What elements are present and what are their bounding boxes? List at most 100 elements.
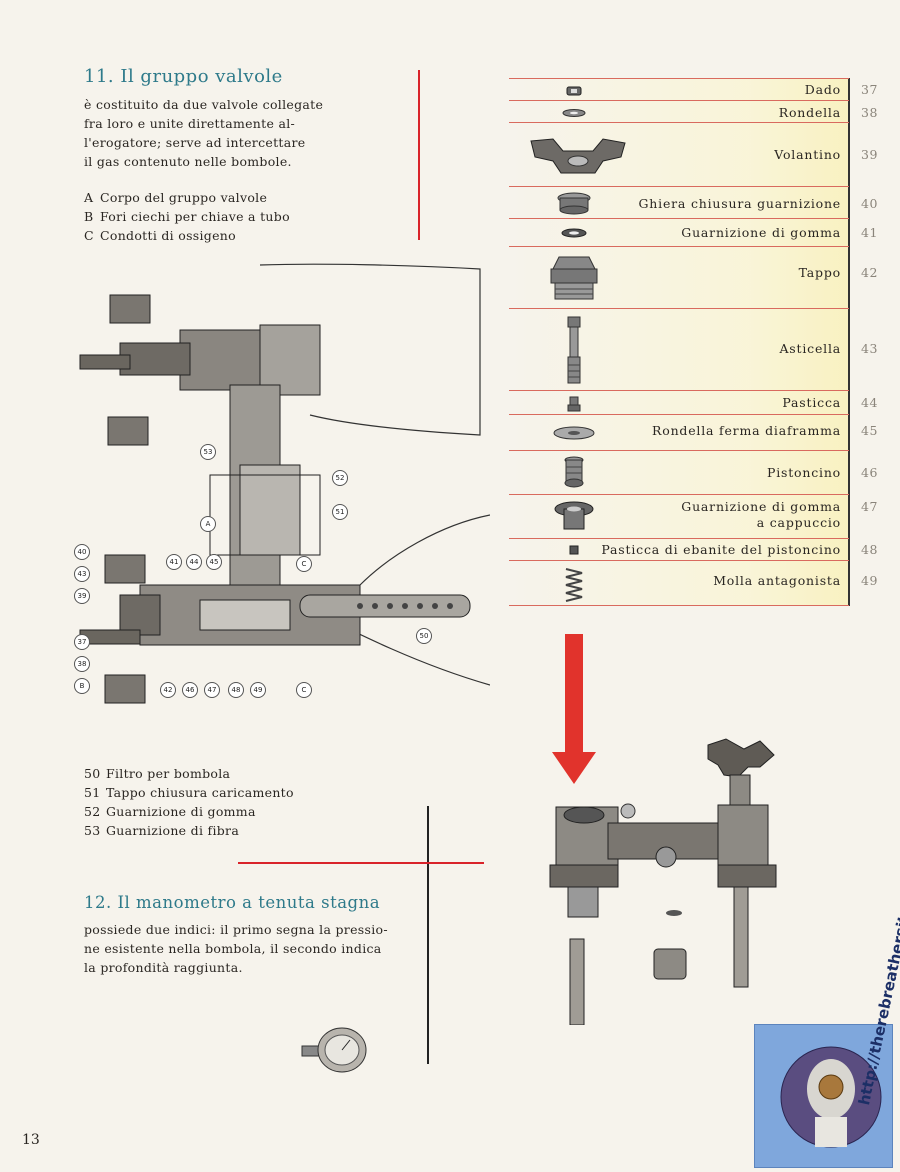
pellet-icon <box>549 395 599 413</box>
part-name: Pasticca di ebanite del pistoncino <box>601 542 841 557</box>
spring-icon <box>549 565 599 603</box>
callout: 51 <box>332 504 348 520</box>
washer-icon <box>549 105 599 121</box>
part-row-45: Rondella ferma diaframma 45 <box>509 414 877 451</box>
text-line: l'erogatore; serve ad intercettare <box>84 135 306 150</box>
callout: 47 <box>204 682 220 698</box>
part-number: 44 <box>861 395 878 410</box>
text-line: ne esistente nella bombola, il secondo i… <box>84 941 382 956</box>
part-name: Guarnizione di gomma a cappuccio <box>681 499 841 531</box>
red-divider-vertical <box>418 70 420 240</box>
callout: 44 <box>186 554 202 570</box>
diaphragm-washer-icon <box>549 425 599 441</box>
part-number: 37 <box>861 82 878 97</box>
part-number: 43 <box>861 341 878 356</box>
piston-icon <box>549 455 599 491</box>
cap-gasket-icon <box>549 499 599 535</box>
part-name: Guarnizione di gomma <box>681 225 841 240</box>
section-12-title: 12. Il manometro a tenuta stagna <box>84 893 381 912</box>
section-12-text: possiede due indici: il primo segna la p… <box>84 920 388 977</box>
callout: 45 <box>206 554 222 570</box>
red-arrow-down-icon <box>552 634 596 784</box>
part-number: 41 <box>861 225 878 240</box>
part-number: 48 <box>861 542 878 557</box>
callout: 43 <box>74 566 90 582</box>
part-row-39: Volantino 39 <box>509 122 877 187</box>
text-line: fra loro e unite direttamente al- <box>84 116 296 131</box>
part-name: Tappo <box>798 265 841 280</box>
callout: 46 <box>182 682 198 698</box>
callout: C <box>296 682 312 698</box>
callout: 53 <box>200 444 216 460</box>
part-row-40: Ghiera chiusura guarnizione 40 <box>509 186 877 219</box>
nut-icon <box>549 83 599 99</box>
callout: 37 <box>74 634 90 650</box>
ebonite-pellet-icon <box>549 543 599 557</box>
plug-icon <box>539 253 609 303</box>
valve-cutaway-diagram <box>79 263 490 704</box>
part-row-47: Guarnizione di gomma a cappuccio 47 <box>509 494 877 539</box>
part-number: 40 <box>861 196 878 211</box>
pressure-gauge-icon <box>301 1027 367 1073</box>
part-number: 46 <box>861 465 878 480</box>
rubber-gasket-icon <box>549 225 599 241</box>
diver-logo-icon <box>780 1046 882 1148</box>
part-name: Pistoncino <box>767 465 841 480</box>
part-row-42: Tappo 42 <box>509 246 877 309</box>
part-name: Asticella <box>779 341 841 356</box>
part-row-41: Guarnizione di gomma 41 <box>509 218 877 247</box>
callout: 40 <box>74 544 90 560</box>
table-right-rule <box>848 78 850 606</box>
part-name-line: a cappuccio <box>756 515 841 530</box>
callout: C <box>296 556 312 572</box>
part-name: Pasticca <box>782 395 841 410</box>
callout: A <box>200 516 216 532</box>
callout: B <box>74 678 90 694</box>
part-name-line: Guarnizione di gomma <box>681 499 841 514</box>
text-line: è costituito da due valvole collegate <box>84 97 324 112</box>
stem-icon <box>549 315 599 387</box>
callout: 49 <box>250 682 266 698</box>
part-number: 45 <box>861 423 878 438</box>
part-row-49: Molla antagonista 49 <box>509 560 877 607</box>
red-divider-horizontal <box>238 862 484 864</box>
part-name: Molla antagonista <box>713 573 841 588</box>
part-number: 42 <box>861 265 878 280</box>
part-name: Dado <box>804 82 841 97</box>
part-name: Rondella ferma diaframma <box>652 423 841 438</box>
wing-knob-icon <box>523 131 633 181</box>
site-url-text: http://therebreathersite.nl <box>855 882 900 1107</box>
text-line: il gas contenuto nelle bombole. <box>84 154 292 169</box>
table-bottom-rule <box>509 605 849 606</box>
ring-nut-icon <box>549 190 599 216</box>
part-number: 38 <box>861 105 878 120</box>
part-number: 47 <box>861 499 878 514</box>
callout: 39 <box>74 588 90 604</box>
part-row-44: Pasticca 44 <box>509 390 877 415</box>
part-row-46: Pistoncino 46 <box>509 450 877 495</box>
part-row-38: Rondella 38 <box>509 100 877 123</box>
part-number: 39 <box>861 147 878 162</box>
callout: 48 <box>228 682 244 698</box>
part-row-43: Asticella 43 <box>509 308 877 391</box>
callout: 50 <box>416 628 432 644</box>
callout: 38 <box>74 656 90 672</box>
site-badge-link[interactable]: http://therebreathersite.nl <box>754 883 900 1168</box>
part-row-37: Dado 37 <box>509 78 877 101</box>
text-line: la profondità raggiunta. <box>84 960 243 975</box>
callout: 42 <box>160 682 176 698</box>
part-name: Ghiera chiusura guarnizione <box>638 196 841 211</box>
black-divider-vertical <box>427 806 429 1064</box>
part-number: 49 <box>861 573 878 588</box>
section-11-title: 11. Il gruppo valvole <box>84 66 283 87</box>
part-name: Volantino <box>774 147 841 162</box>
callout: 52 <box>332 470 348 486</box>
